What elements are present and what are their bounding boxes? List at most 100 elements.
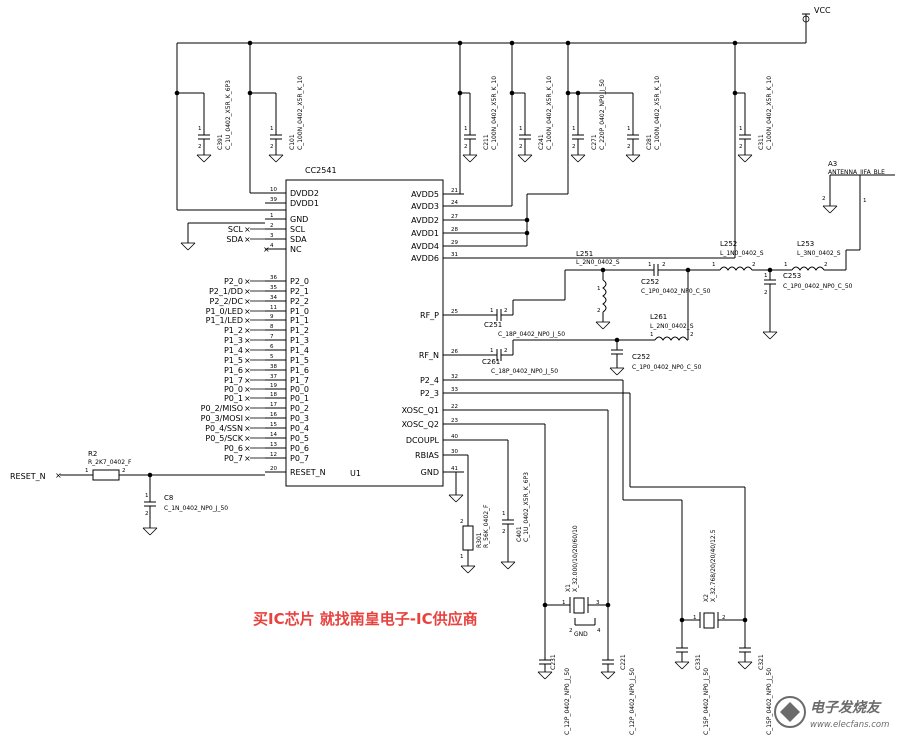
ic-left-pin-number: 38 <box>270 364 277 370</box>
crystal-x2-circuit: 1 2 X2 X_32.768/20/20/40/12.5 C331 C_15P… <box>443 379 773 735</box>
ic-left-pin-number: 36 <box>270 275 277 281</box>
svg-text:2: 2 <box>722 615 726 621</box>
ic-left-pin-label: P0_4 <box>290 424 309 433</box>
ic-left-pin-label: GND <box>290 215 308 224</box>
ic-left-pin-number: 12 <box>270 452 277 458</box>
svg-text:C241: C241 <box>538 134 545 150</box>
svg-text:1: 1 <box>597 286 601 292</box>
watermark-text: 买IC芯片 就找南皇电子-IC供应商 <box>253 610 478 628</box>
svg-text:2: 2 <box>752 262 756 268</box>
ic-left-pin-number: 39 <box>270 197 277 203</box>
svg-text:1: 1 <box>464 126 468 132</box>
svg-text:L_1N0_0402_S: L_1N0_0402_S <box>720 250 764 257</box>
svg-text:1: 1 <box>712 262 716 268</box>
svg-text:ANTENNA_IIFA_BLE: ANTENNA_IIFA_BLE <box>828 169 885 176</box>
ic-left-pin-number: 9 <box>270 314 274 320</box>
net-label-list: SCL×SDA×P2_0×P2_1/DD×P2_2/DC×P1_0/LED×P1… <box>201 225 270 463</box>
ic-left-pin-label: P2_0 <box>290 277 309 286</box>
svg-text:1: 1 <box>519 126 523 132</box>
cap-c211: 12 C211 C_100N_0402_X5R_K_10 <box>462 76 498 163</box>
reset-net-label: RESET_N <box>10 472 46 481</box>
svg-text:2: 2 <box>597 308 601 314</box>
no-connect-mark: × <box>244 376 251 385</box>
ic-left-pin-number: 37 <box>270 374 277 380</box>
ic-left-pin-number: 34 <box>270 295 277 301</box>
ic-left-pin-label: P1_1 <box>290 316 309 325</box>
ic-right-pin-label: RF_P <box>420 311 439 320</box>
ic-left-pin-number: 18 <box>270 392 277 398</box>
svg-text:C_1U_0402_X5R_K_6P3: C_1U_0402_X5R_K_6P3 <box>523 472 530 542</box>
svg-text:1: 1 <box>650 332 654 338</box>
left-pin-list: DVDD210DVDD139GND1SCL2SDA3NC4P2_036P2_13… <box>265 187 326 477</box>
ic-right-pin-label: XOSC_Q2 <box>402 420 439 429</box>
no-connect-mark: × <box>244 326 251 335</box>
svg-text:L252: L252 <box>720 240 737 248</box>
svg-text:2: 2 <box>569 628 573 634</box>
crystal-x1-circuit: 1 3 2 4 GND X1 X_32.000/10/20/60/10 C231… <box>443 409 636 735</box>
svg-text:1: 1 <box>784 262 788 268</box>
ic-left-pin-number: 14 <box>270 432 277 438</box>
svg-text:2: 2 <box>662 262 666 268</box>
ic-left-pin-label: P1_2 <box>290 326 309 335</box>
svg-text:2: 2 <box>824 262 828 268</box>
svg-text:2: 2 <box>627 144 631 150</box>
svg-text:C211: C211 <box>483 134 490 150</box>
ic-left-pin-label: P0_6 <box>290 444 309 453</box>
svg-text:C_100N_0402_X5R_K_10: C_100N_0402_X5R_K_10 <box>546 76 553 150</box>
net-label: P1_4 <box>224 346 243 355</box>
svg-text:C221: C221 <box>620 654 627 670</box>
net-label: P1_1/LED <box>206 316 243 325</box>
svg-text:L_2N0_0402_S: L_2N0_0402_S <box>576 259 620 266</box>
ic-right-pin-number: 31 <box>451 252 458 258</box>
ic-right-pin-label: AVDD2 <box>411 216 439 225</box>
svg-text:2: 2 <box>122 468 126 474</box>
svg-text:1: 1 <box>460 554 464 560</box>
dcoupl-circuit: 1 2 C401 C_1U_0402_X5R_K_6P3 <box>443 439 530 570</box>
svg-text:C_1N_0402_NP0_J_50: C_1N_0402_NP0_J_50 <box>164 505 228 512</box>
net-label: P2_2/DC <box>210 297 244 306</box>
svg-text:2: 2 <box>145 511 149 517</box>
antenna-a3: A3 ANTENNA_IIFA_BLE 2 1 <box>822 160 895 214</box>
net-label: P0_0 <box>224 385 243 394</box>
ic-left-pin-label: SDA <box>290 235 307 244</box>
no-connect-mark: × <box>244 297 251 306</box>
svg-text:C252: C252 <box>632 353 650 361</box>
svg-text:2: 2 <box>822 196 826 202</box>
svg-text:C_15P_0402_NP0_J_50: C_15P_0402_NP0_J_50 <box>766 668 773 735</box>
ic-right-pin-number: 24 <box>451 200 458 206</box>
no-connect-mark: × <box>244 346 251 355</box>
svg-text:1: 1 <box>693 615 697 621</box>
ic-left-pin-number: 8 <box>270 324 274 330</box>
elecfans-logo: 电子发烧友 www.elecfans.com <box>774 696 889 730</box>
svg-text:C_1P0_0402_NP0_C_50: C_1P0_0402_NP0_C_50 <box>632 364 702 371</box>
net-label: P1_0/LED <box>206 307 243 316</box>
ic-left-pin-number: 7 <box>270 334 274 340</box>
ic-left-pin-label: P0_3 <box>290 414 309 423</box>
ic-left-pin-number: 10 <box>270 187 277 193</box>
svg-text:C261: C261 <box>482 358 500 366</box>
ic-right-pin-label: P2_4 <box>420 376 439 385</box>
ic-left-pin-number: 20 <box>270 466 277 472</box>
svg-text:1: 1 <box>562 600 566 606</box>
svg-text:C331: C331 <box>695 654 702 670</box>
svg-text:L251: L251 <box>576 250 593 258</box>
svg-text:C_1P0_0402_NP0_C_50: C_1P0_0402_NP0_C_50 <box>641 288 711 295</box>
svg-text:2: 2 <box>504 308 508 314</box>
svg-text:1: 1 <box>627 126 631 132</box>
net-label: SCL <box>228 225 244 234</box>
ic-left-pin-number: 16 <box>270 412 277 418</box>
ic-left-pin-number: 11 <box>270 305 277 311</box>
svg-text:1: 1 <box>490 348 494 354</box>
ic-right-pin-number: 28 <box>451 227 458 233</box>
net-label: P0_4/SSN <box>205 424 243 433</box>
no-connect-mark: × <box>244 366 251 375</box>
no-connect-mark: × <box>244 414 251 423</box>
ic-gnd-pin41 <box>443 471 464 503</box>
ic-left-pin-number: 35 <box>270 285 277 291</box>
ic-left-pin-number: 17 <box>270 402 277 408</box>
svg-text:2: 2 <box>270 144 274 150</box>
ic-left-pin-number: 19 <box>270 383 277 389</box>
svg-text:2: 2 <box>504 348 508 354</box>
svg-text:A3: A3 <box>828 160 837 168</box>
